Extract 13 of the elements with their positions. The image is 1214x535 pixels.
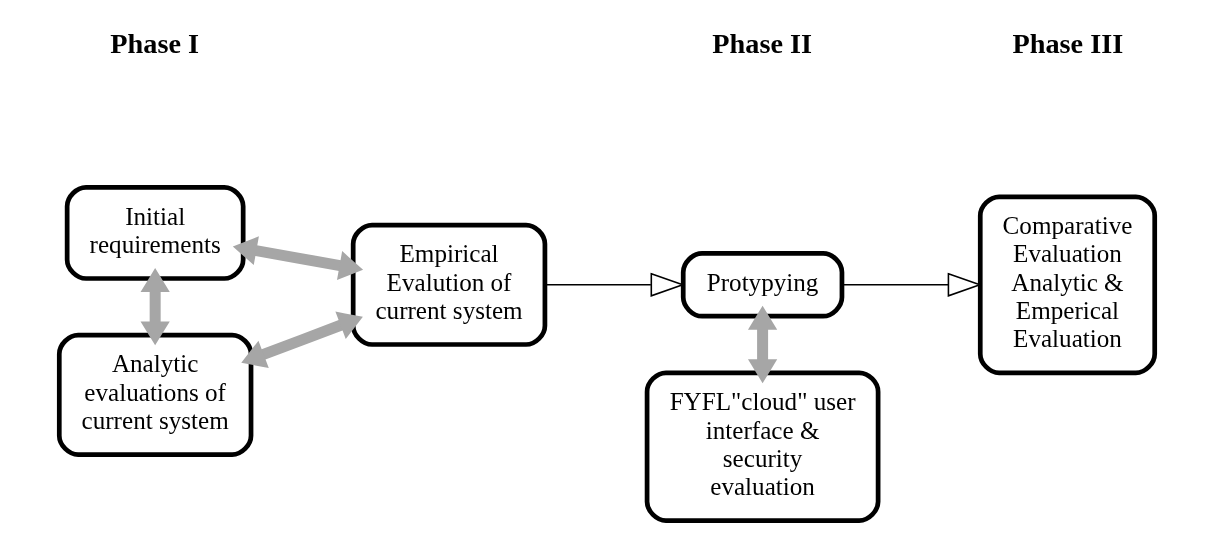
label: Phase III	[1012, 27, 1124, 59]
label: Phase II	[712, 27, 813, 59]
node-box: Empirical Evalution of current system	[350, 222, 548, 347]
node-box: Initial requirements	[64, 185, 246, 281]
node-box: FYFL"cloud" user interface & security evaluation	[644, 370, 881, 523]
node-box: Analytic evaluations of current system	[56, 332, 254, 457]
node-box: Protypying	[680, 251, 845, 319]
label: Phase I	[110, 27, 200, 59]
arrow	[232, 236, 364, 280]
arrow	[140, 268, 170, 346]
node-box: Comparative Evaluation Analytic & Emperical Evaluation	[977, 194, 1158, 376]
arrow	[241, 311, 363, 369]
arrow	[747, 305, 778, 384]
